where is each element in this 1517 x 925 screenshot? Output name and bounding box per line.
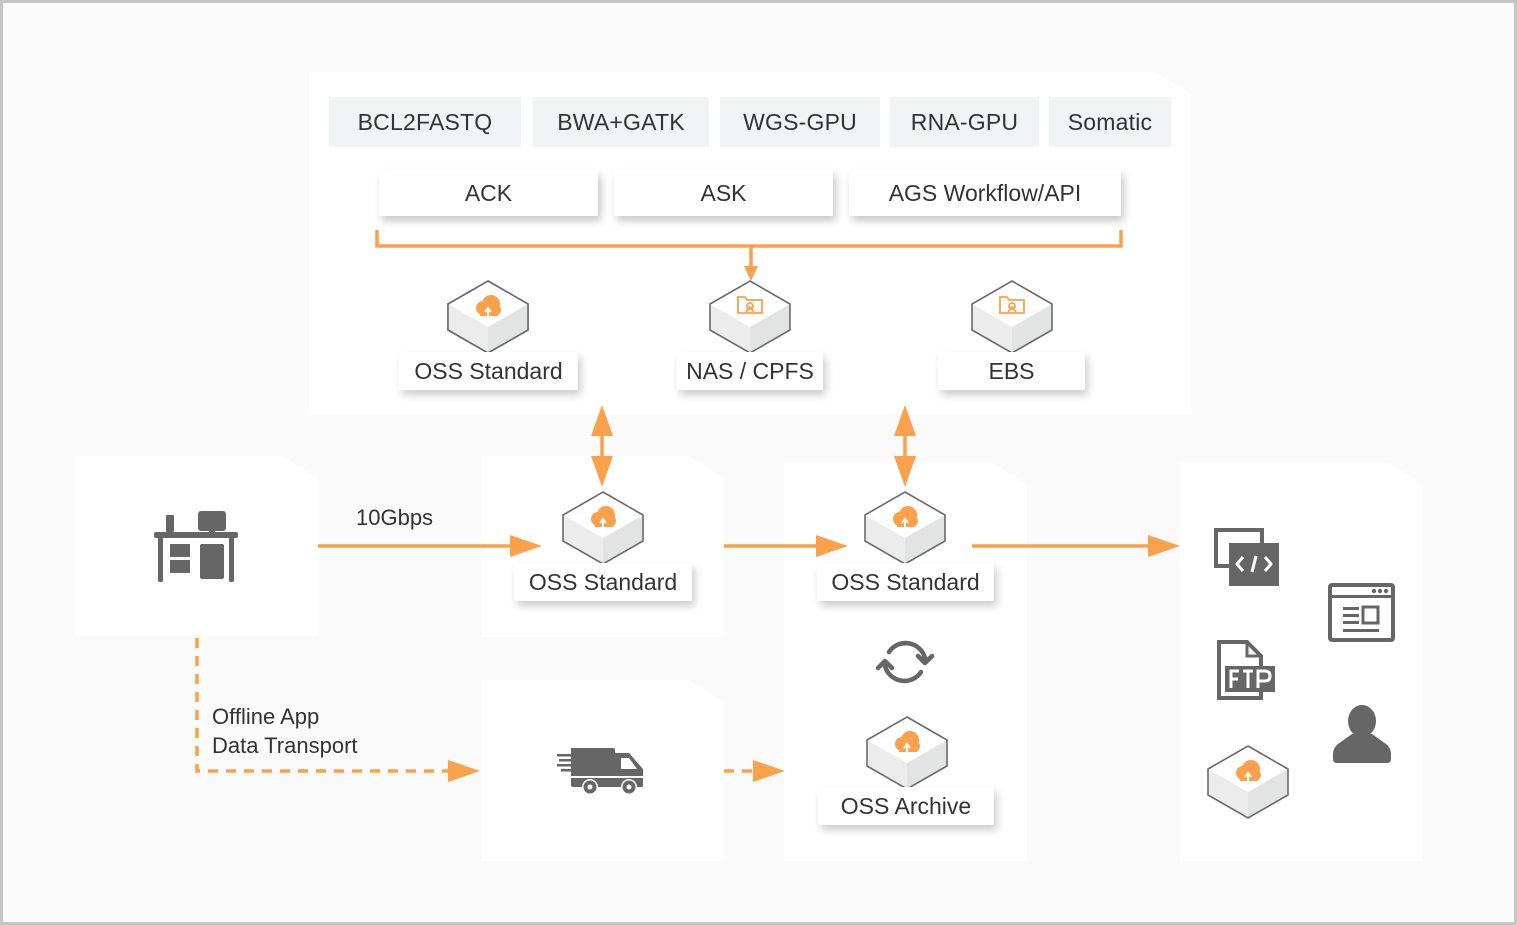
oss-cloud-icon (447, 280, 529, 354)
storage-label-ebs: EBS (938, 352, 1085, 390)
pipeline-chip-rna-gpu: RNA-GPU (890, 97, 1039, 147)
sync-icon (875, 640, 935, 684)
source-card (75, 456, 318, 636)
user-icon (1333, 705, 1391, 763)
storage-label-oss-standard: OSS Standard (399, 352, 578, 390)
offline-transport-label-line1: Offline App (212, 704, 320, 729)
code-window-icon (1214, 528, 1279, 586)
oss-cloud-icon (864, 491, 946, 565)
pipeline-chip-wgs-gpu: WGS-GPU (720, 97, 880, 147)
pipeline-chip-bwa-gatk: BWA+GATK (533, 97, 709, 147)
link-speed-label: 10Gbps (356, 505, 434, 530)
oss-cloud-icon (562, 491, 644, 565)
oss-archive-cloud-icon (866, 716, 948, 790)
service-ask: ASK (614, 170, 833, 216)
service-ags-workflow-api: AGS Workflow/API (849, 170, 1121, 216)
ebs-folder-icon (971, 280, 1053, 354)
delivery-truck-icon (557, 748, 643, 795)
pipeline-chip-somatic: Somatic (1049, 97, 1171, 147)
service-ack: ACK (379, 170, 598, 216)
oss-cloud-icon (1207, 745, 1289, 819)
office-desk-icon (154, 511, 238, 582)
storage-label-nas-cpfs: NAS / CPFS (677, 352, 823, 390)
browser-window-icon (1328, 583, 1395, 642)
ftp-file-icon (1217, 640, 1275, 700)
pipeline-chip-bcl2fastq: BCL2FASTQ (329, 97, 521, 147)
nas-folder-icon (709, 280, 791, 354)
offline-transport-label-line2: Data Transport (212, 733, 358, 758)
tier-label-oss-standard: OSS Standard (817, 563, 994, 601)
tier-label-oss-archive: OSS Archive (818, 787, 994, 825)
ingest-label-oss-standard: OSS Standard (514, 563, 692, 601)
